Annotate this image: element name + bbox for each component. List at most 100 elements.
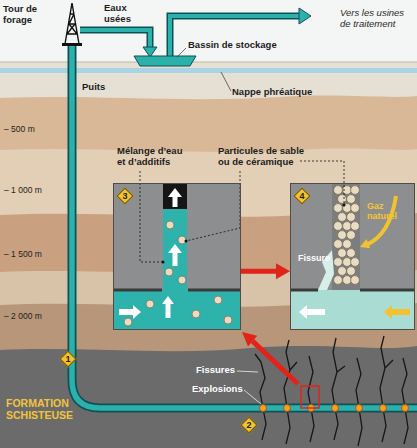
leader-dot [343, 204, 346, 207]
gas-label: Gaz naturel [367, 202, 409, 222]
proppant-particle [192, 310, 200, 318]
flow-arrow [168, 188, 182, 207]
ground-layer [0, 62, 417, 448]
proppant-particle [334, 222, 343, 231]
proppant-particle [334, 258, 343, 267]
flow-arrow [299, 305, 325, 319]
explosion-dot [402, 405, 409, 412]
basin-label: Bassin de stockage [188, 40, 277, 51]
proppant-particle [351, 204, 360, 213]
depth-label: – 1 000 m [4, 186, 42, 196]
formation-label: FORMATION SCHISTEUSE [6, 398, 90, 422]
gas-flow-arrow-head [360, 239, 370, 248]
gas-flow-arrow [384, 305, 410, 319]
proppant-particle [343, 204, 352, 213]
proppant-particle [347, 231, 356, 240]
proppant-particle [351, 258, 360, 267]
leader-dot [162, 261, 165, 264]
surface-line [0, 62, 417, 63]
proppant-particle [343, 222, 352, 231]
water-table [0, 68, 417, 73]
proppant-particle [178, 276, 186, 284]
flow-arrow [119, 305, 141, 319]
proppant-particle [347, 213, 356, 222]
wastewater-pipe [80, 30, 150, 48]
inset-background [290, 183, 415, 330]
flow-connector [241, 263, 290, 279]
inset-background [113, 183, 241, 330]
particle-label: Particules de sable ou de céramique [218, 146, 308, 167]
proppant-particle [334, 276, 343, 285]
leader-line [237, 371, 258, 372]
proppant-particle [166, 221, 174, 229]
proppant-particle [338, 213, 347, 222]
explosion-dot [284, 405, 291, 412]
depth-label: – 1 500 m [4, 250, 42, 260]
leader-line [186, 171, 240, 241]
proppant-particle [334, 204, 343, 213]
fissure-label: Fissure [298, 254, 330, 264]
inset-panel: 4Gaz naturelFissure [290, 183, 415, 330]
pipe-label: Eaux usées [104, 3, 136, 24]
callout-number: 2 [242, 418, 256, 432]
proppant-particle [343, 258, 352, 267]
proppant-particle [347, 267, 356, 276]
fluid-label: Mélange d’eau et d’additifs [117, 146, 185, 167]
fluid-channel [290, 290, 415, 330]
propped-fracture [332, 183, 360, 290]
leader-line [244, 390, 261, 404]
well-label: Puits [82, 82, 105, 93]
proppant-particle [124, 318, 132, 326]
zoom-arrow-shaft [253, 341, 298, 384]
explosion-dot [260, 405, 267, 412]
rig-label: Tour de forage [3, 4, 47, 25]
explosion-dot [356, 405, 363, 412]
zoom-marker [301, 386, 319, 408]
proppant-particle [351, 222, 360, 231]
zoom-arrow-head [242, 332, 257, 346]
rock-layer [0, 96, 417, 448]
casing-edge [113, 289, 241, 292]
proppant-particle [343, 240, 352, 249]
well-pipe-outline [72, 44, 417, 408]
proppant-particle [338, 231, 347, 240]
fluid-channel [113, 209, 241, 330]
proppant-particle [334, 240, 343, 249]
fracture-lines [255, 336, 408, 446]
flow-arrow [168, 244, 182, 266]
proppant-particle [351, 186, 360, 195]
callout-number: 4 [295, 189, 309, 203]
depth-label: – 2 000 m [4, 312, 42, 322]
treatment-pipe [170, 16, 300, 57]
proppant-particle [338, 195, 347, 204]
proppant-particle [165, 268, 173, 276]
well-pipe [72, 44, 417, 408]
proppant-particle [178, 236, 186, 244]
leader-line [177, 48, 186, 57]
wastewater-pipe-outline [80, 30, 150, 48]
proppant-particle [214, 296, 222, 304]
leader-line [221, 72, 231, 91]
leader-line [140, 171, 163, 262]
destination-label: Vers les usines de traitement [340, 8, 414, 29]
proppant-particle [334, 186, 343, 195]
flow-arrow [162, 296, 174, 318]
proppant-particle [224, 316, 232, 324]
proppant-particle [338, 267, 347, 276]
leader-dot [185, 240, 188, 243]
aquifer-label: Nappe phréatique [232, 87, 312, 98]
shale-formation [0, 346, 417, 448]
casing-edge [290, 289, 415, 292]
treatment-pipe-outline [170, 16, 300, 57]
callout-number: 1 [61, 352, 75, 366]
arrow-head [276, 263, 290, 279]
rock-layer [0, 149, 417, 448]
fracture-label: Fissures [196, 365, 235, 376]
explosion-dot [332, 405, 339, 412]
proppant-particle [347, 195, 356, 204]
proppant-stack [334, 186, 360, 285]
